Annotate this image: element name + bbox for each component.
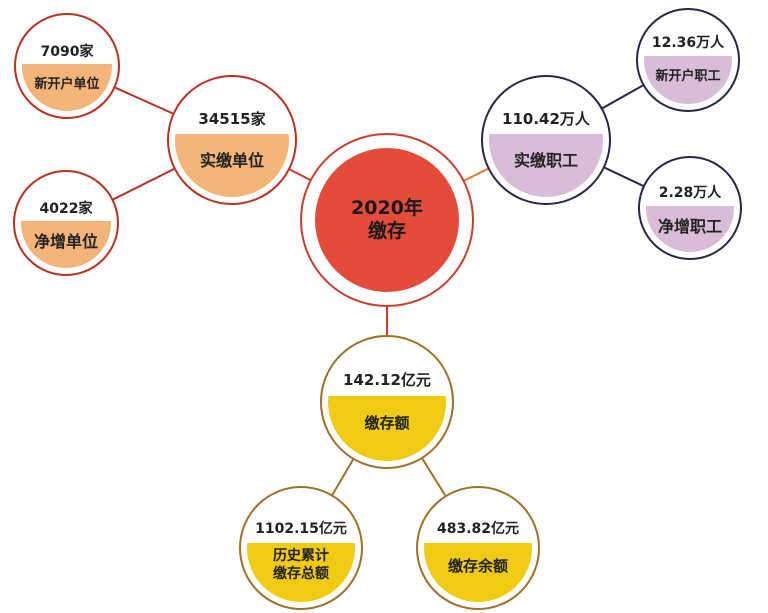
deposit-amount-value: 142.12亿元 [343, 370, 431, 389]
paying-units-label: 实缴单位 [199, 151, 264, 171]
total-deposits-label-line2: 缴存总额 [273, 565, 329, 582]
node-paying-units: 34515家 实缴单位 [167, 75, 297, 205]
paying-workers-value: 110.42万人 [502, 110, 590, 129]
new-workers-label: 新开户职工 [655, 68, 721, 84]
node-deposit-balance: 483.82亿元 缴存余额 [416, 486, 540, 610]
node-deposit-amount: 142.12亿元 缴存额 [320, 335, 454, 469]
deposit-balance-value: 483.82亿元 [436, 520, 520, 537]
total-deposits-label-line1: 历史累计 [273, 548, 329, 564]
new-workers-value: 12.36万人 [651, 34, 725, 51]
new-units-value: 7090家 [40, 43, 94, 60]
new-units-label: 新开户单位 [34, 76, 100, 92]
center-node: 2020年 缴存 [300, 133, 474, 307]
net-units-label: 净增单位 [33, 232, 98, 251]
net-units-value: 4022家 [39, 200, 93, 217]
center-title: 缴存 [367, 220, 406, 242]
center-year: 2020年 [351, 197, 423, 220]
node-net-units: 4022家 净增单位 [13, 170, 119, 276]
net-workers-value: 2.28万人 [658, 184, 722, 201]
node-net-workers: 2.28万人 净增职工 [638, 156, 742, 260]
paying-units-value: 34515家 [198, 110, 266, 129]
total-deposits-label: 历史累计 缴存总额 [247, 548, 355, 583]
node-paying-workers: 110.42万人 实缴职工 [481, 75, 611, 205]
deposit-balance-label: 缴存余额 [447, 556, 508, 575]
net-workers-label: 净增职工 [657, 216, 722, 236]
node-new-workers: 12.36万人 新开户职工 [636, 8, 740, 112]
node-total-deposits: 1102.15亿元 历史累计 缴存总额 [239, 486, 363, 610]
paying-workers-label: 实缴职工 [513, 151, 578, 171]
deposit-amount-label: 缴存额 [364, 413, 410, 432]
node-new-units: 7090家 新开户单位 [14, 13, 120, 119]
total-deposits-value: 1102.15亿元 [255, 520, 347, 537]
